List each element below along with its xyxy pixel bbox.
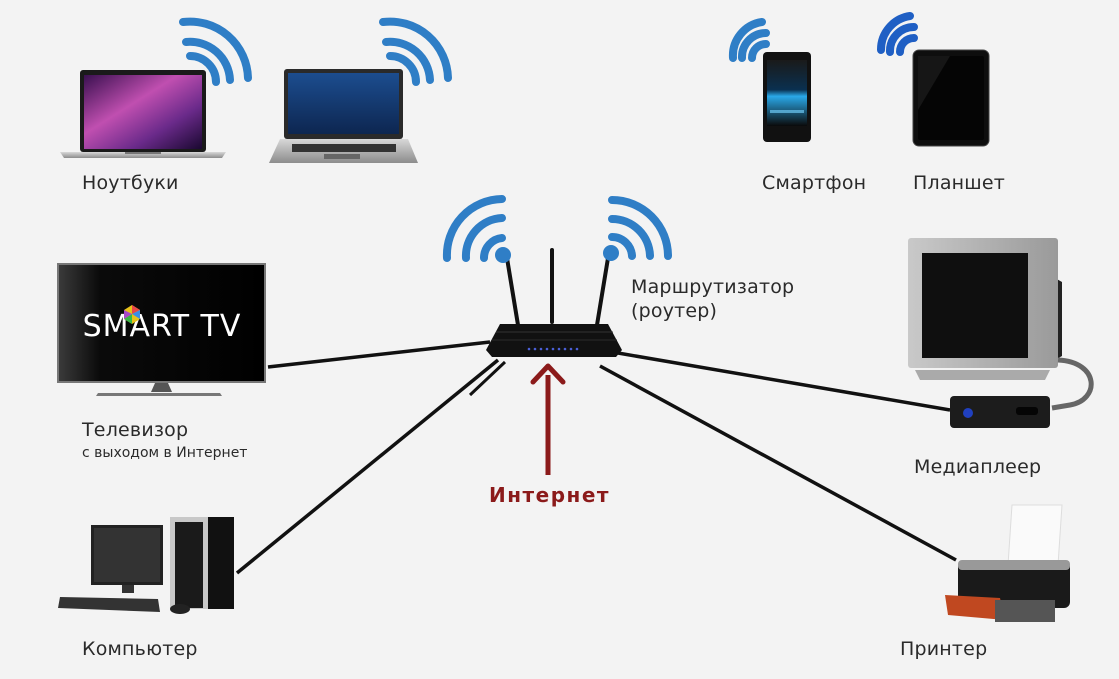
router-leds [527, 347, 579, 351]
router-icon [486, 245, 622, 357]
tablet-icon [912, 49, 990, 147]
wifi-waves [179, 12, 918, 262]
wifi-icon-laptop-1 [179, 17, 252, 86]
label-media-player: Медиаплеер [914, 456, 1042, 478]
wifi-icon-router-left [442, 195, 506, 262]
cable-media-player [617, 351, 951, 412]
label-laptops: Ноутбуки [82, 172, 179, 194]
laptop-mac-icon [60, 70, 226, 158]
label-tablet: Планшет [913, 172, 1006, 194]
cable-printer [599, 364, 957, 562]
label-smartphone: Смартфон [762, 172, 867, 194]
crt-tv-icon [908, 238, 1094, 411]
wifi-icon-laptop-2 [379, 17, 452, 86]
smart-tv-screen-text: SMART TV [83, 309, 242, 344]
cables [235, 340, 957, 575]
smart-tv-icon: SMART TV [57, 263, 266, 396]
printer-icon [945, 504, 1070, 622]
smart-hub-logo [124, 305, 140, 324]
label-internet: Интернет [489, 483, 611, 507]
wifi-icon-tablet [876, 12, 918, 56]
internet-arrow [530, 363, 566, 475]
cable-tv [267, 340, 491, 369]
cable-computer [235, 358, 500, 575]
label-router-line2: (роутер) [631, 300, 718, 322]
smartphone-icon [763, 52, 811, 142]
media-player-icon [950, 396, 1050, 428]
label-printer: Принтер [900, 638, 988, 660]
wifi-icon-smartphone [728, 18, 770, 62]
laptop-hp-icon [269, 69, 418, 163]
computer-icon [58, 517, 234, 614]
label-tv-sub: с выходом в Интернет [82, 445, 248, 461]
wifi-icon-router-right [608, 196, 672, 260]
label-computer: Компьютер [82, 638, 198, 660]
label-tv: Телевизор [82, 419, 189, 441]
cable-router-left [468, 360, 507, 397]
label-router-line1: Маршрутизатор [631, 276, 795, 298]
